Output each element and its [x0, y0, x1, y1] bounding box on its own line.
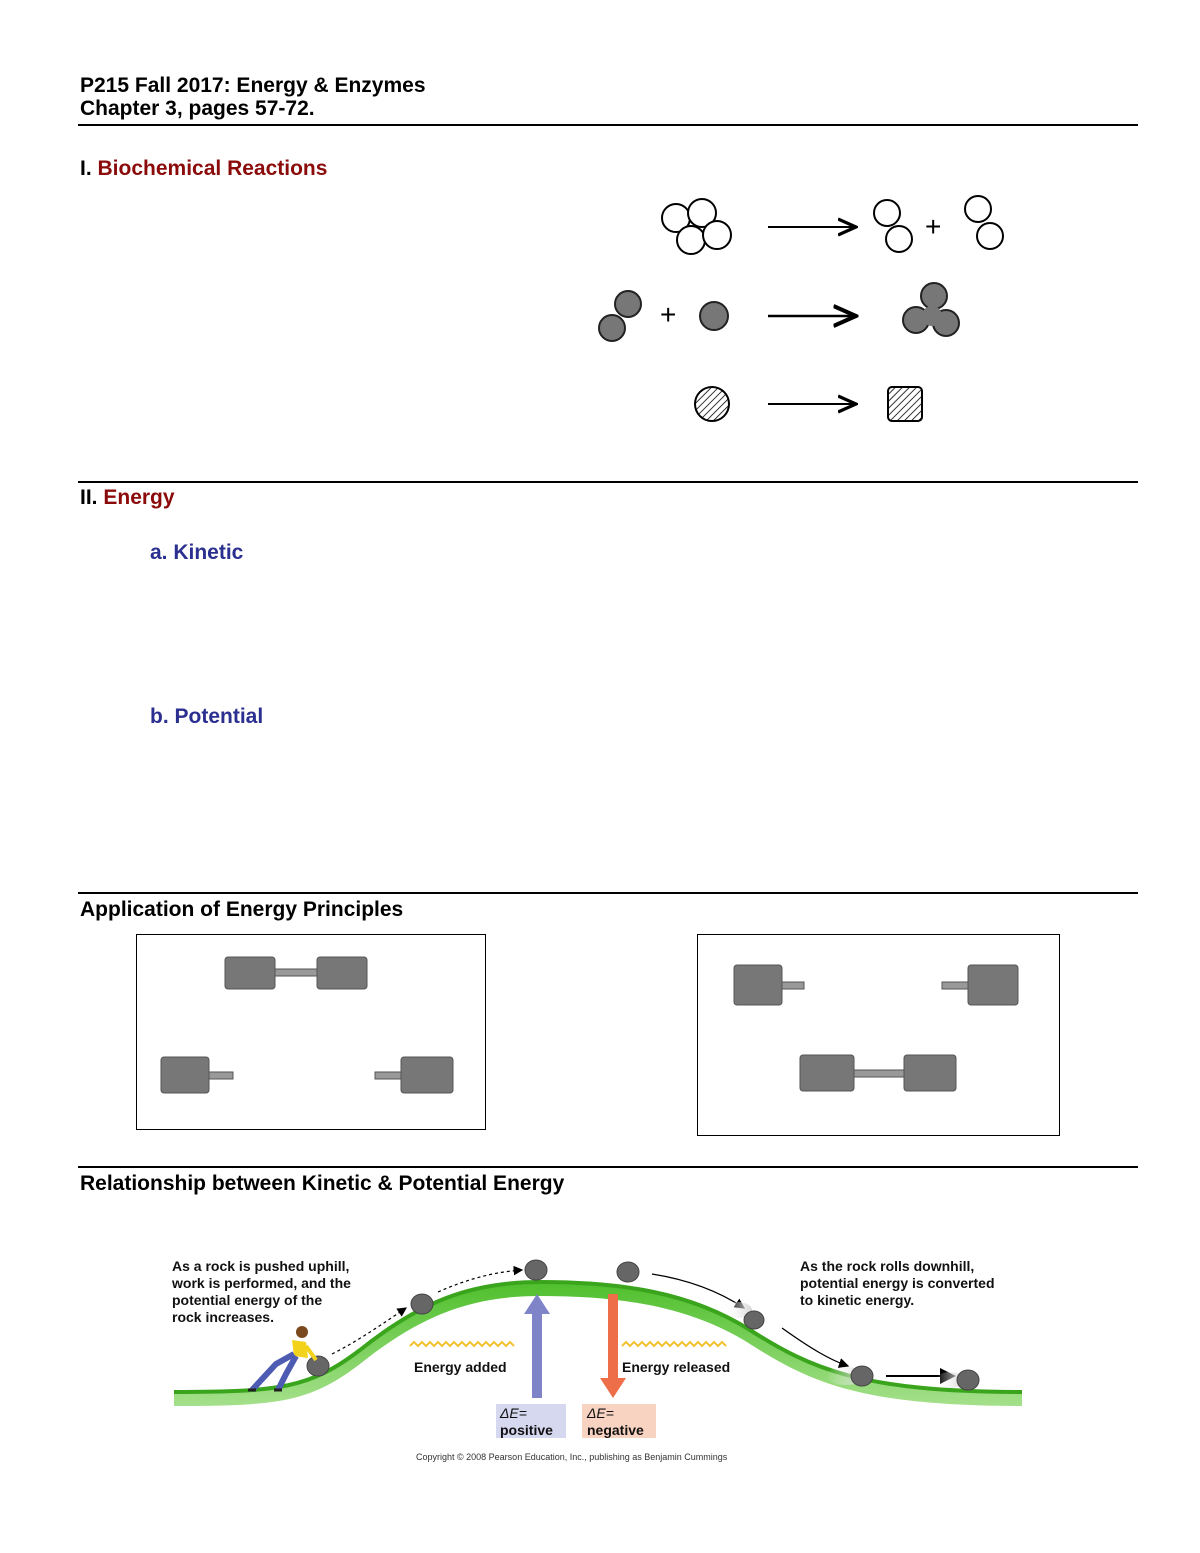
delta-negative-label: ΔE= negative	[587, 1405, 644, 1439]
application-divider	[78, 1166, 1138, 1168]
downhill-caption: As the rock rolls downhill, potential en…	[800, 1258, 995, 1309]
uphill-caption: As a rock is pushed uphill, work is perf…	[172, 1258, 351, 1326]
section-1-numeral: I.	[80, 157, 92, 180]
product-pair-molecule-1	[873, 199, 913, 253]
energy-released-wave-icon	[621, 1340, 727, 1348]
delta-positive-label: ΔE= positive	[500, 1405, 553, 1439]
rock-rolling	[743, 1310, 765, 1330]
reactant-four-molecule	[661, 198, 732, 255]
kinetic-subheading: a. Kinetic	[150, 541, 244, 564]
motion-blur	[724, 1302, 752, 1318]
reaction-diagram: + +	[598, 195, 1004, 422]
section-1-title: Biochemical Reactions	[97, 157, 328, 180]
separate-block-left	[733, 964, 783, 1006]
product-pair-molecule-2	[964, 195, 1004, 250]
half-rod-right	[374, 1071, 402, 1080]
relationship-heading: Relationship between Kinetic & Potential…	[80, 1172, 565, 1195]
section-1-divider	[78, 481, 1138, 483]
uphill-caption-line: potential energy of the	[172, 1292, 323, 1308]
delta-negative-text: negative	[587, 1422, 644, 1438]
bond-rod	[274, 968, 318, 977]
title-line-2: Chapter 3, pages 57-72.	[80, 97, 315, 120]
rocks	[306, 1259, 980, 1391]
reactant-hatched-circle	[694, 386, 730, 422]
separate-block-left	[160, 1056, 210, 1094]
delta-symbol: ΔE=	[587, 1405, 614, 1421]
reactant-gray-pair	[598, 290, 642, 342]
downhill-caption-line: As the rock rolls downhill,	[800, 1258, 975, 1274]
section-2-title: Energy	[103, 486, 175, 509]
downhill-caption-line: to kinetic energy.	[800, 1292, 915, 1308]
half-rod-left	[208, 1071, 234, 1080]
section-2-divider	[78, 892, 1138, 894]
section-1-heading: I. Biochemical Reactions	[80, 157, 327, 181]
energy-released-arrow	[600, 1294, 626, 1398]
bond-breaking-panel	[136, 934, 486, 1130]
uphill-dotted-path-upper	[437, 1265, 524, 1293]
bond-forming-panel	[697, 934, 1060, 1136]
delta-negative-box	[582, 1404, 656, 1438]
rock-top-right	[616, 1261, 640, 1283]
product-hatched-square	[887, 386, 923, 422]
uphill-dotted-path	[331, 1307, 407, 1355]
energy-released-label: Energy released	[622, 1359, 731, 1375]
delta-positive-box	[496, 1404, 566, 1438]
application-heading: Application of Energy Principles	[80, 898, 404, 921]
section-2-heading: II. Energy	[80, 486, 175, 510]
separate-block-right	[967, 964, 1019, 1006]
delta-positive-text: positive	[500, 1422, 553, 1438]
header-divider	[78, 124, 1138, 126]
person-pushing-rock	[248, 1326, 318, 1393]
bonded-block-right	[316, 956, 368, 990]
uphill-caption-line: rock increases.	[172, 1309, 274, 1325]
delta-symbol: ΔE=	[500, 1405, 527, 1421]
half-rod-right	[941, 981, 969, 990]
rock-bottom	[850, 1365, 874, 1387]
document-title: P215 Fall 2017: Energy & Enzymes Chapter…	[80, 74, 426, 120]
uphill-caption-line: As a rock is pushed uphill,	[172, 1258, 350, 1274]
product-gray-cluster	[902, 282, 960, 337]
energy-hill-diagram	[173, 1259, 1023, 1438]
title-line-1: P215 Fall 2017: Energy & Enzymes	[80, 74, 426, 97]
bonded-block-right	[903, 1054, 957, 1092]
uphill-caption-line: work is performed, and the	[172, 1275, 351, 1291]
bond-rod	[853, 1069, 905, 1078]
motion-blur	[936, 1372, 964, 1388]
plus-sign-2: +	[660, 299, 676, 330]
energy-added-arrow	[524, 1294, 550, 1398]
copyright-notice: Copyright © 2008 Pearson Education, Inc.…	[416, 1452, 728, 1462]
rock-climbing	[410, 1293, 434, 1315]
bonded-block-left	[799, 1054, 855, 1092]
hill-terrain	[174, 1282, 1022, 1406]
rock-summit	[524, 1259, 548, 1281]
bond-forming-diagram	[733, 964, 1019, 1092]
bond-breaking-diagram	[160, 956, 454, 1094]
rock-moving-flat	[956, 1369, 980, 1391]
reactant-gray-single	[699, 301, 729, 331]
energy-added-wave-icon	[409, 1340, 515, 1348]
rock-pushed	[306, 1355, 330, 1377]
bonded-block-left	[224, 956, 276, 990]
separate-block-right	[400, 1056, 454, 1094]
downhill-path-2	[781, 1327, 850, 1369]
half-rod-left	[781, 981, 805, 990]
plus-sign-1: +	[925, 211, 941, 242]
downhill-caption-line: potential energy is converted	[800, 1275, 995, 1291]
section-2-numeral: II.	[80, 486, 98, 509]
energy-added-label: Energy added	[414, 1359, 507, 1375]
potential-subheading: b. Potential	[150, 705, 264, 728]
